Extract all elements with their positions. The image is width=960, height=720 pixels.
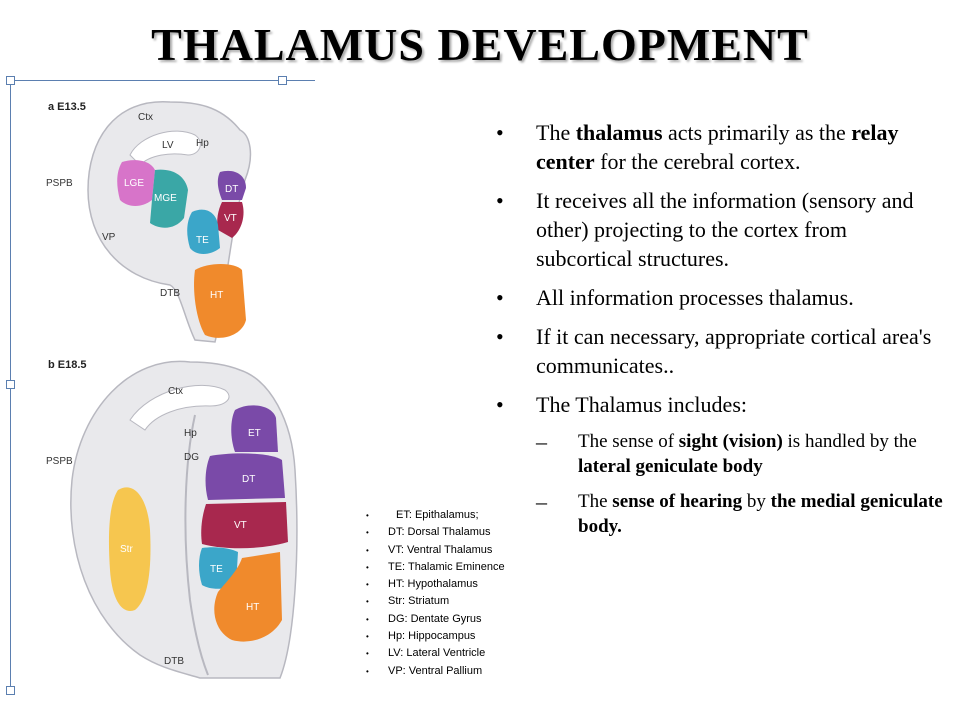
legend-item: VT: Ventral Thalamus	[358, 542, 528, 559]
label-a-hp: Hp	[196, 138, 209, 149]
sub-bullet-bold: sense of hearing	[612, 491, 743, 512]
panel-a-dt	[217, 170, 246, 200]
label-a-ht: HT	[210, 290, 223, 301]
sub-bullet-text: The	[578, 491, 613, 512]
legend-item: Str: Striatum	[358, 593, 528, 610]
panel-a-label: a E13.5	[48, 101, 86, 113]
legend-item: HT: Hypothalamus	[358, 576, 528, 593]
resize-handle[interactable]	[6, 380, 15, 389]
sub-bullet-bold: the medial geniculate body.	[578, 491, 943, 537]
bullet-bold: thalamus	[575, 120, 663, 145]
bullet-bold: relay center	[536, 120, 899, 174]
panel-a-ht	[194, 264, 246, 338]
sub-bullet-item: The sense of sight (vision) is handled b…	[536, 429, 945, 479]
sub-bullet-list: The sense of sight (vision) is handled b…	[536, 429, 945, 539]
panel-b-str	[108, 487, 151, 611]
sub-bullet-text: by	[742, 491, 771, 512]
slide-title: THALAMUS DEVELOPMENT	[151, 19, 809, 70]
panel-a-lge	[117, 160, 155, 206]
bullet-text: The Thalamus includes:	[536, 392, 747, 417]
label-a-vp: VP	[102, 232, 116, 243]
legend-item: DT: Dorsal Thalamus	[358, 524, 528, 541]
label-b-pspb: PSPB	[46, 456, 73, 467]
sub-bullet-item: The sense of hearing by the medial genic…	[536, 489, 945, 539]
label-b-dtb: DTB	[164, 656, 184, 667]
label-b-ht: HT	[246, 602, 259, 613]
panel-b-et	[231, 405, 278, 452]
label-b-ctx: Ctx	[168, 386, 183, 397]
legend-item: TE: Thalamic Eminence	[358, 559, 528, 576]
bullet-item: The thalamus acts primarily as the relay…	[490, 118, 945, 176]
sub-bullet-text: The sense of	[578, 431, 679, 452]
legend-item: ET: Epithalamus;	[358, 507, 528, 524]
legend-item: LV: Lateral Ventricle	[358, 645, 528, 662]
label-a-lv: LV	[162, 140, 174, 151]
label-b-vt: VT	[234, 520, 247, 531]
panel-b-dt	[205, 453, 285, 500]
resize-handle[interactable]	[6, 76, 15, 85]
panel-b-vt	[201, 502, 288, 549]
bullet-item: If it can necessary, appropriate cortica…	[490, 322, 945, 380]
sub-bullet-bold: lateral geniculate body	[578, 456, 763, 477]
label-b-dg: DG	[184, 452, 199, 463]
panel-a-mge	[150, 169, 188, 228]
label-a-mge: MGE	[154, 193, 177, 204]
label-a-dtb: DTB	[160, 288, 180, 299]
panel-b-label: b E18.5	[48, 359, 87, 371]
label-b-hp: Hp	[184, 428, 197, 439]
figure-frame-top	[10, 80, 315, 81]
label-b-te: TE	[210, 564, 223, 575]
label-a-te: TE	[196, 235, 209, 246]
panel-b-ventricle	[129, 384, 230, 431]
panel-a-te	[187, 209, 220, 254]
bullet-text: acts primarily as the	[662, 120, 852, 145]
brain-development-figure: a E13.5 Ctx LV Hp PSPB LGE MGE VP DT VT …	[6, 76, 315, 695]
resize-handle[interactable]	[6, 686, 15, 695]
panel-b-midline	[184, 414, 209, 676]
bullet-item: It receives all the information (sensory…	[490, 186, 945, 273]
resize-handle[interactable]	[278, 76, 287, 85]
label-b-et: ET	[248, 428, 261, 439]
label-a-dt: DT	[225, 184, 238, 195]
legend-item: VP: Ventral Pallium	[358, 663, 528, 680]
label-a-vt: VT	[224, 213, 237, 224]
sub-bullet-text: is handled by the	[782, 431, 917, 452]
label-a-lge: LGE	[124, 178, 144, 189]
label-a-pspb: PSPB	[46, 178, 73, 189]
panel-b-te	[199, 547, 238, 589]
brain-diagram: a E13.5 Ctx LV Hp PSPB LGE MGE VP DT VT …	[46, 101, 298, 679]
abbreviation-legend: ET: Epithalamus; DT: Dorsal Thalamus VT:…	[358, 507, 528, 680]
legend-item: Hp: Hippocampus	[358, 628, 528, 645]
bullet-item: All information processes thalamus.	[490, 283, 945, 312]
bullet-list: The thalamus acts primarily as the relay…	[490, 118, 945, 549]
bullet-item: The Thalamus includes: The sense of sigh…	[490, 390, 945, 539]
sub-bullet-bold: sight (vision)	[678, 431, 783, 452]
panel-a-vt	[217, 202, 244, 238]
panel-b-ht	[214, 552, 282, 642]
panel-a-ventricle	[129, 130, 201, 166]
bullet-text: for the cerebral cortex.	[594, 149, 801, 174]
label-b-str: Str	[120, 544, 133, 555]
label-b-dt: DT	[242, 474, 255, 485]
label-a-ctx: Ctx	[138, 112, 153, 123]
bullet-text: The	[536, 120, 576, 145]
legend-item: DG: Dentate Gyrus	[358, 611, 528, 628]
